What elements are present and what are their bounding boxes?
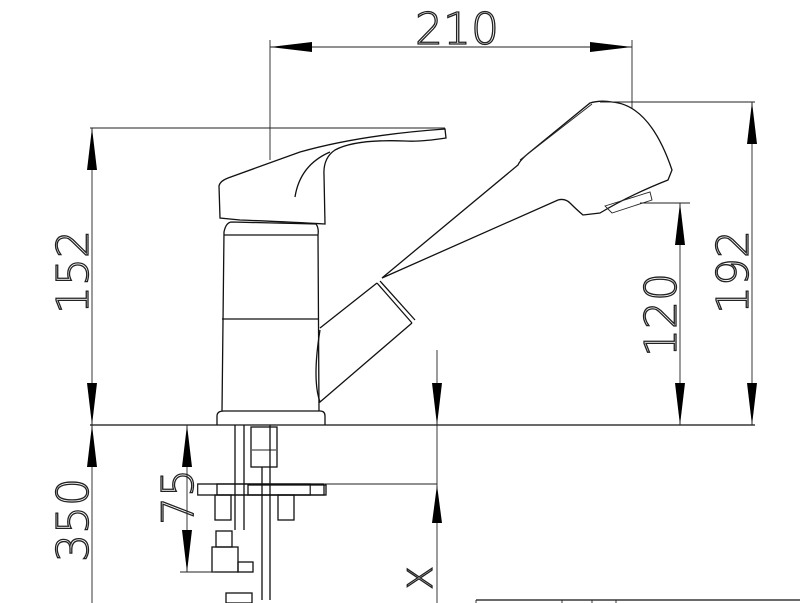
dimension-label-192: 192	[708, 230, 759, 314]
dimension-152: 152	[47, 127, 445, 425]
dimension-label-210: 210	[415, 4, 499, 55]
dimension-350: 350	[47, 425, 100, 603]
dimension-120: 120	[635, 202, 690, 425]
dimension-192: 192	[600, 101, 760, 425]
lever-handle	[218, 128, 447, 225]
dimension-210: 210	[269, 3, 633, 160]
dimension-x: X	[325, 350, 442, 603]
dimension-label-350: 350	[48, 478, 99, 562]
dimension-label-x: X	[401, 566, 441, 589]
pull-out-spout	[315, 100, 673, 404]
dimension-label-120: 120	[636, 273, 687, 357]
dimension-75: 75	[152, 425, 215, 573]
faucet-body	[216, 221, 326, 425]
mounting-hardware	[197, 425, 327, 603]
dimension-label-152: 152	[48, 230, 99, 314]
dimension-label-75: 75	[153, 469, 204, 525]
